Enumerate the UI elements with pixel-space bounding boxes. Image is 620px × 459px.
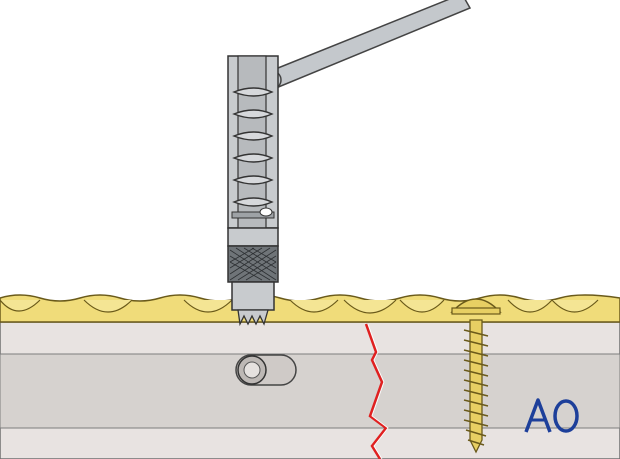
ao-logo-icon xyxy=(524,398,579,433)
drill-guide-icon xyxy=(227,55,279,327)
locking-screw-icon xyxy=(450,298,502,454)
bone xyxy=(0,321,620,459)
screw-hole-icon xyxy=(235,354,297,386)
locking-plate xyxy=(0,294,620,323)
ao-logo: AO xyxy=(524,396,580,436)
drill-guide-handle xyxy=(262,0,472,90)
fracture-line-icon xyxy=(364,323,388,459)
bone-medulla xyxy=(0,353,620,429)
